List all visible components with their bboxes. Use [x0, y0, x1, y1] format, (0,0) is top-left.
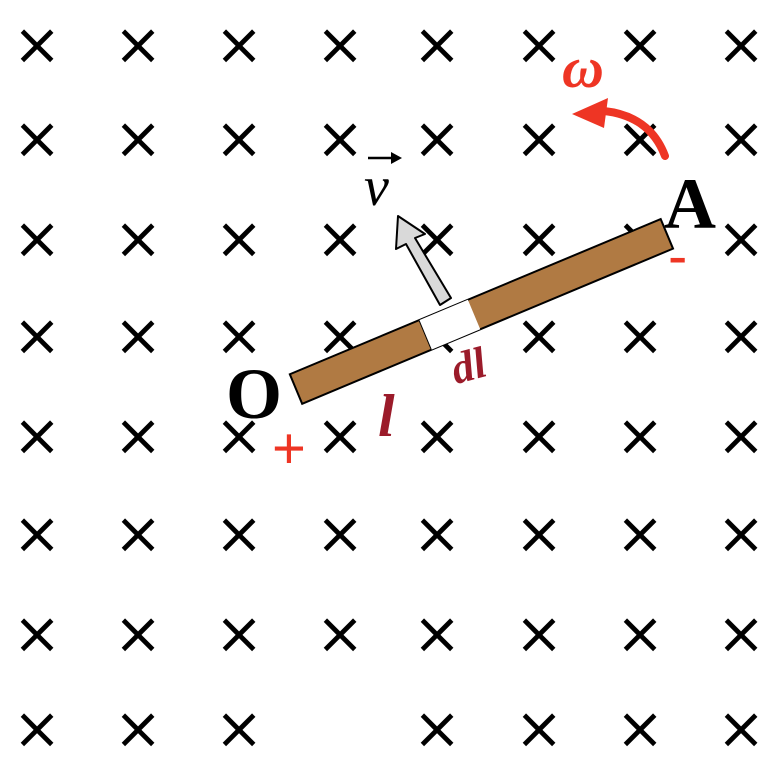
field-cross-icon: × — [13, 694, 62, 762]
field-cross-icon: × — [717, 10, 766, 78]
field-cross-icon: × — [616, 401, 665, 469]
velocity-arrow — [395, 215, 452, 306]
field-cross-icon: × — [717, 599, 766, 667]
field-cross-icon: × — [515, 599, 564, 667]
field-cross-icon: × — [215, 10, 264, 78]
field-cross-icon: × — [13, 10, 62, 78]
field-cross-icon: × — [215, 694, 264, 762]
field-cross-icon: × — [413, 401, 462, 469]
point-A-label: A — [664, 164, 716, 244]
field-cross-icon: × — [114, 599, 163, 667]
field-cross-icon: × — [316, 599, 365, 667]
field-cross-icon: × — [215, 301, 264, 369]
field-cross-icon: × — [717, 694, 766, 762]
field-cross-icon: × — [413, 104, 462, 172]
field-cross-icon: × — [13, 204, 62, 272]
field-cross-icon: × — [13, 104, 62, 172]
rotation-direction-arrow — [572, 98, 669, 160]
field-cross-icon: × — [413, 499, 462, 567]
rod-element-edge-left — [418, 320, 432, 350]
field-cross-icon: × — [215, 204, 264, 272]
field-cross-icon: × — [413, 10, 462, 78]
field-cross-icon: × — [114, 204, 163, 272]
rod-length-label: l — [378, 383, 395, 449]
end-negative-sign: - — [668, 224, 687, 289]
field-cross-icon: × — [717, 499, 766, 567]
field-cross-icon: × — [616, 599, 665, 667]
field-cross-icon: × — [515, 10, 564, 78]
field-cross-icon: × — [215, 499, 264, 567]
field-cross-icon: × — [114, 10, 163, 78]
field-cross-icon: × — [13, 401, 62, 469]
field-cross-icon: × — [717, 401, 766, 469]
velocity-label: v — [364, 152, 402, 218]
field-cross-icon: × — [316, 104, 365, 172]
field-cross-icon: × — [316, 10, 365, 78]
field-cross-icon: × — [413, 599, 462, 667]
magnetic-field-grid: × × × × × × × × × × × × × × × × × × × × × × × × × × × × × × × × × × × × × × × ×… — [13, 10, 766, 762]
field-cross-icon: × — [215, 104, 264, 172]
field-cross-icon: × — [215, 401, 264, 469]
field-cross-icon: × — [114, 499, 163, 567]
svg-text:v: v — [364, 156, 389, 218]
field-cross-icon: × — [114, 401, 163, 469]
field-cross-icon: × — [515, 401, 564, 469]
field-cross-icon: × — [616, 499, 665, 567]
field-cross-icon: × — [413, 694, 462, 762]
field-cross-icon: × — [515, 204, 564, 272]
rod-body — [288, 217, 675, 406]
field-cross-icon: × — [616, 694, 665, 762]
field-cross-icon: × — [717, 301, 766, 369]
field-cross-icon: × — [13, 599, 62, 667]
field-cross-icon: × — [515, 694, 564, 762]
field-cross-icon: × — [316, 204, 365, 272]
field-cross-icon: × — [215, 599, 264, 667]
field-cross-icon: × — [515, 499, 564, 567]
conducting-rod — [288, 217, 675, 406]
rod-element-dl — [418, 299, 481, 350]
field-cross-icon: × — [316, 499, 365, 567]
field-cross-icon: × — [616, 10, 665, 78]
field-cross-icon: × — [316, 401, 365, 469]
omega-label: ω — [562, 35, 604, 100]
point-O-label: O — [226, 354, 282, 434]
field-cross-icon: × — [114, 301, 163, 369]
element-dl-label: dl — [446, 338, 492, 394]
field-cross-icon: × — [616, 301, 665, 369]
field-cross-icon: × — [114, 694, 163, 762]
field-cross-icon: × — [114, 104, 163, 172]
field-cross-icon: × — [717, 104, 766, 172]
field-cross-icon: × — [515, 104, 564, 172]
pivot-positive-sign: + — [272, 416, 306, 481]
field-cross-icon: × — [13, 499, 62, 567]
field-cross-icon: × — [717, 204, 766, 272]
field-cross-icon: × — [13, 301, 62, 369]
